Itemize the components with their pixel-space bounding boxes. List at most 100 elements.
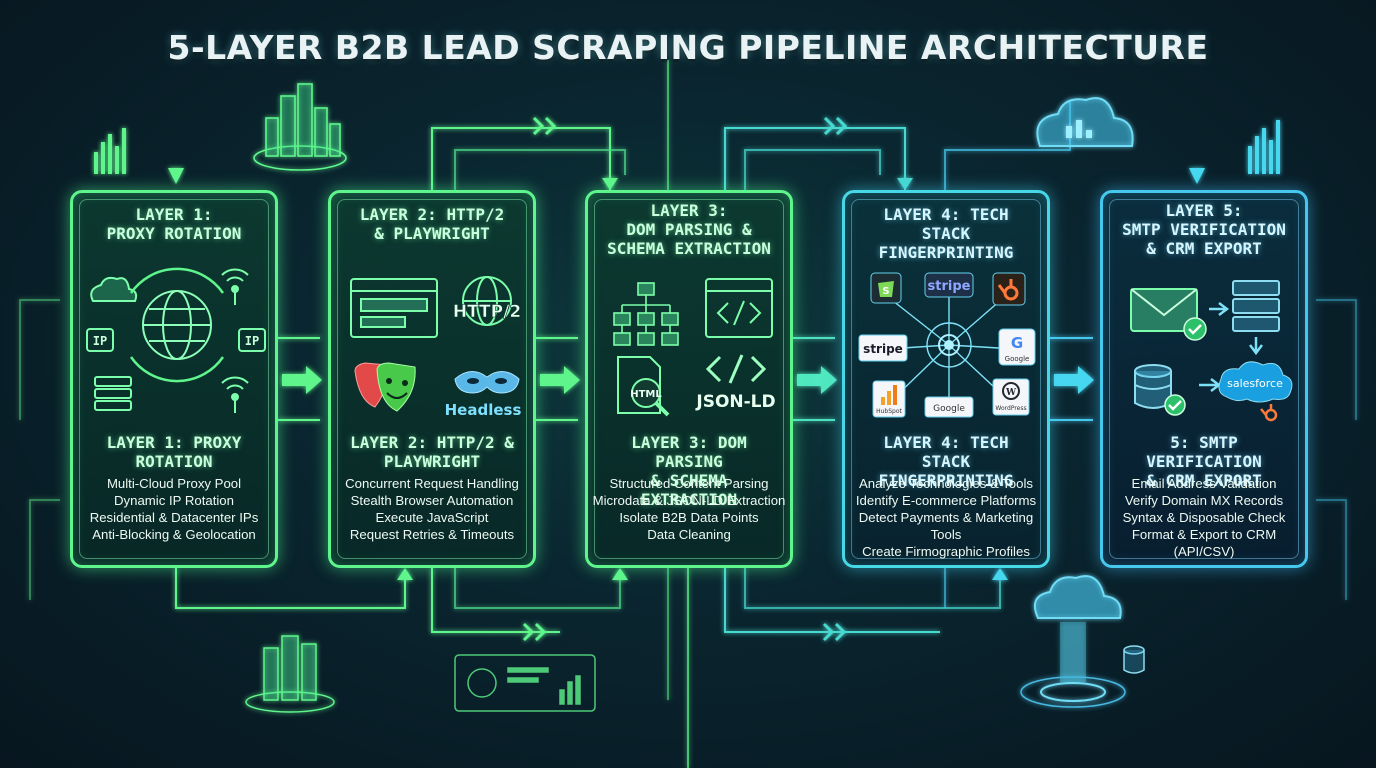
flow-arrow-icon <box>282 366 322 394</box>
cloud-icon <box>90 276 138 302</box>
layer-3-heading: LAYER 3: DOM PARSING & SCHEMA EXTRACTION <box>607 201 771 258</box>
flow-line <box>19 299 60 420</box>
list-item: Data Cleaning <box>647 527 731 542</box>
server-stack-icon <box>1232 280 1280 332</box>
layer-5-items: Email Address Validation Verify Domain M… <box>1107 475 1301 560</box>
up-arrow-icon <box>992 568 1008 580</box>
layer-5-subheading: 5: SMTP VERIFICATION & CRM EXPORT <box>1146 433 1262 490</box>
city-skyline-icon <box>253 83 347 171</box>
ip-label: IP <box>93 334 107 348</box>
http2-label: HTTP/2 <box>453 302 521 322</box>
layer-4-illustration: S stripe stripe G Google HubSpot Google … <box>858 272 1036 418</box>
hubspot-icon <box>1260 404 1278 422</box>
layer-3-illustration: HTML JSON-LD <box>613 278 776 417</box>
browser-window-icon <box>350 278 438 338</box>
layer-1-heading: LAYER 1: PROXY ROTATION <box>106 205 242 243</box>
flow-line <box>454 568 621 609</box>
layer-3-subheading: LAYER 3: DOM PARSING & SCHEMA EXTRACTION <box>631 433 747 509</box>
headless-mask-icon <box>454 371 520 394</box>
flow-line <box>1316 299 1357 420</box>
list-item: Email Address Validation <box>1131 476 1277 491</box>
list-item: Stealth Browser Automation <box>350 493 514 508</box>
down-arrow-icon <box>168 168 184 184</box>
layer-5-heading: LAYER 5: SMTP VERIFICATION & CRM EXPORT <box>1122 201 1286 258</box>
chevron-arrow-icon <box>823 116 848 136</box>
list-item: Dynamic IP Rotation <box>114 493 234 508</box>
server-icon <box>94 376 132 411</box>
arrow-right-icon <box>1199 378 1222 392</box>
globe-icon <box>462 276 512 326</box>
list-item: Identify E-commerce Platforms <box>855 493 1037 508</box>
page-title: 5-LAYER B2B LEAD SCRAPING PIPELINE ARCHI… <box>167 28 1209 67</box>
flow-line <box>724 127 906 190</box>
stripe-icon <box>858 334 908 362</box>
dashboard-icon <box>454 654 596 712</box>
envelope-check-icon <box>1130 288 1207 341</box>
stripe-label: stripe <box>863 342 903 356</box>
bar-graph-icon <box>1248 120 1280 174</box>
chevron-arrow-icon <box>532 116 557 136</box>
layer-2-illustration: HTTP/2 Headless <box>350 276 522 419</box>
analytics-icon <box>872 380 906 418</box>
list-item: Execute JavaScript <box>375 510 489 525</box>
hubspot-label: HubSpot <box>876 408 902 415</box>
list-item: Residential & Datacenter IPs <box>89 510 259 525</box>
layer-4-panel: LAYER 4: TECH STACK FINGERPRINTING S str… <box>842 190 1050 568</box>
bar-graph-icon <box>94 128 126 174</box>
layer-3-items: Structured Content Parsing Microdata & J… <box>592 475 786 543</box>
code-brackets-icon <box>705 354 767 384</box>
svg-text:S: S <box>882 286 889 297</box>
flow-arrow-icon <box>797 366 837 394</box>
google-label: Google <box>933 404 965 414</box>
salesforce-label: salesforce <box>1227 377 1283 390</box>
flow-line <box>431 127 611 190</box>
shopify-icon: S <box>870 272 902 304</box>
layer-2-subheading: LAYER 2: HTTP/2 & PLAYWRIGHT <box>350 433 514 471</box>
layer-2-panel: LAYER 2: HTTP/2 & PLAYWRIGHT HTTP/2 Head… <box>328 190 536 568</box>
list-item: Create Firmographic Profiles <box>862 544 1030 559</box>
stripe-icon <box>924 272 974 298</box>
layer-1-illustration: IP IP <box>86 267 266 413</box>
list-item: Request Retries & Timeouts <box>349 527 515 542</box>
layer-2-heading: LAYER 2: HTTP/2 & PLAYWRIGHT <box>359 205 505 243</box>
hub-gear-icon <box>938 334 960 356</box>
svg-text:W: W <box>1005 388 1017 398</box>
hubspot-icon <box>992 272 1026 306</box>
list-item: Anti-Blocking & Geolocation <box>92 527 256 542</box>
list-item: Multi-Cloud Proxy Pool <box>106 476 242 491</box>
wifi-tower-icon <box>221 268 249 305</box>
database-icon <box>1123 645 1145 674</box>
json-ld-label: JSON-LD <box>695 392 775 412</box>
list-item: Structured Content Parsing <box>609 476 769 491</box>
flow-line <box>744 149 881 190</box>
chevron-arrow-icon <box>522 622 547 642</box>
list-item: Isolate B2B Data Points <box>619 510 759 525</box>
tree-hierarchy-icon <box>613 282 679 346</box>
headless-label: Headless <box>445 401 522 419</box>
layer-4-heading: LAYER 4: TECH STACK FINGERPRINTING <box>878 205 1014 262</box>
flow-arrow-icon <box>540 366 580 394</box>
arrow-down-icon <box>1249 337 1263 356</box>
google-icon: G <box>998 328 1036 366</box>
flow-line <box>454 149 626 190</box>
layer-4-items: Analyze Technologies & Tools Identify E-… <box>849 475 1043 560</box>
rotation-arrows-icon <box>129 267 225 383</box>
flow-line <box>744 568 1001 609</box>
globe-icon <box>142 290 212 360</box>
list-item: Microdata & JSON-LD Extraction <box>592 493 786 508</box>
list-item: Verify Domain MX Records <box>1124 493 1284 508</box>
list-item: Syntax & Disposable Check <box>1122 510 1286 525</box>
down-arrow-icon <box>602 178 618 190</box>
salesforce-cloud-icon <box>1218 361 1293 403</box>
layer-3-panel: LAYER 3: DOM PARSING & SCHEMA EXTRACTION… <box>585 190 793 568</box>
layer-1-panel: LAYER 1: PROXY ROTATION IP IP LAYER 1: P… <box>70 190 278 568</box>
flow-line <box>29 499 60 600</box>
down-arrow-icon <box>1189 168 1205 184</box>
layer-2-items: Concurrent Request Handling Stealth Brow… <box>335 475 529 543</box>
google-icon <box>924 396 974 418</box>
layer-4-subheading: LAYER 4: TECH STACK FINGERPRINTING <box>878 433 1014 490</box>
stripe-label: stripe <box>928 279 971 294</box>
code-window-icon <box>705 278 773 338</box>
flow-line <box>431 568 560 633</box>
